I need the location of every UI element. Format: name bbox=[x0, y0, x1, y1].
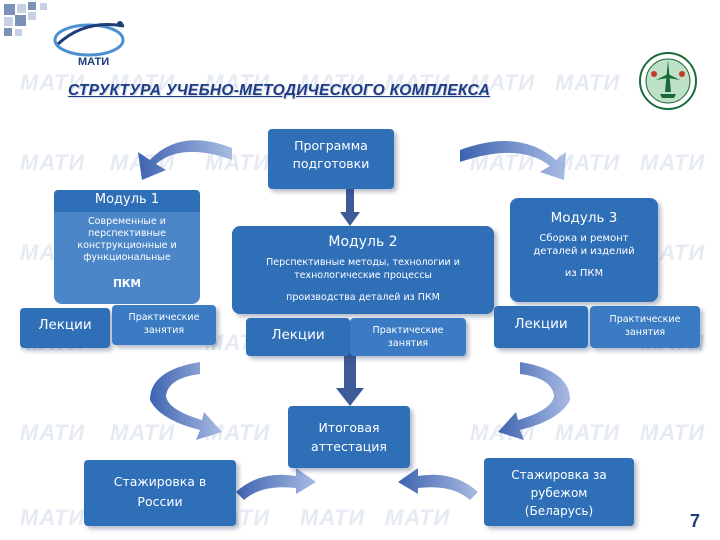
program-label: Программа подготовки bbox=[292, 138, 370, 171]
module3-card[interactable]: Модуль 3 Сборка и ремонт деталей и издел… bbox=[510, 198, 658, 302]
module1-practice[interactable]: Практические занятия bbox=[112, 305, 216, 345]
module1-card[interactable]: Модуль 1 Современные и перспективные кон… bbox=[54, 190, 200, 304]
module1-lectures[interactable]: Лекции bbox=[20, 308, 110, 348]
watermark: МАТИ bbox=[20, 420, 86, 445]
module1-desc: Современные и перспективные конструкцион… bbox=[77, 216, 177, 263]
internship-abroad-label: Стажировка за рубежом (Беларусь) bbox=[511, 468, 607, 518]
watermark: МАТИ bbox=[20, 150, 86, 175]
module2-lectures[interactable]: Лекции bbox=[246, 318, 350, 356]
watermark: МАТИ bbox=[300, 70, 366, 95]
module2-practice-label: Практические занятия bbox=[372, 325, 444, 349]
module3-lectures-label: Лекции bbox=[514, 316, 568, 332]
watermark: МАТИ bbox=[555, 420, 621, 445]
module1-lectures-label: Лекции bbox=[38, 317, 92, 333]
watermark: МАТИ bbox=[20, 505, 86, 530]
watermark: МАТИ bbox=[110, 420, 176, 445]
watermark: МАТИ bbox=[205, 70, 271, 95]
internship-russia-label: Стажировка в России bbox=[113, 474, 207, 509]
watermark: МАТИ bbox=[110, 70, 176, 95]
module2-practice[interactable]: Практические занятия bbox=[350, 318, 466, 356]
watermark: МАТИ bbox=[300, 505, 366, 530]
internship-russia-box[interactable]: Стажировка в России bbox=[84, 460, 236, 526]
module3-desc2: из ПКМ bbox=[564, 268, 604, 279]
module3-lectures[interactable]: Лекции bbox=[494, 306, 588, 348]
module3-practice-label: Практические занятия bbox=[609, 314, 681, 338]
watermark: МАТИ bbox=[385, 70, 451, 95]
module1-header: Модуль 1 bbox=[54, 190, 200, 212]
mati-logo-icon bbox=[53, 21, 125, 57]
watermark: МАТИ bbox=[470, 70, 536, 95]
module3-title: Модуль 3 bbox=[550, 210, 618, 226]
final-attestation-label: Итоговая аттестация bbox=[311, 420, 387, 454]
watermark: МАТИ bbox=[555, 70, 621, 95]
watermark: МАТИ bbox=[385, 505, 451, 530]
program-box[interactable]: Программа подготовки bbox=[268, 129, 394, 189]
watermark: МАТИ bbox=[640, 420, 706, 445]
module1-practice-label: Практические занятия bbox=[128, 312, 200, 336]
page-number: 7 bbox=[690, 511, 701, 531]
module1-title: Модуль 1 bbox=[94, 192, 160, 207]
emblem-icon bbox=[639, 52, 697, 110]
module2-card[interactable]: Модуль 2 Перспективные методы, технологи… bbox=[232, 226, 494, 314]
module3-practice[interactable]: Практические занятия bbox=[590, 306, 700, 348]
module2-desc: Перспективные методы, технологии и техно… bbox=[266, 257, 460, 281]
watermark: МАТИ bbox=[20, 70, 86, 95]
watermark: МАТИ bbox=[640, 150, 706, 175]
module2-title: Модуль 2 bbox=[328, 234, 398, 250]
logo-text: МАТИ bbox=[78, 56, 110, 68]
module2-lectures-label: Лекции bbox=[271, 327, 325, 343]
module1-abbr: ПКМ bbox=[113, 278, 141, 290]
page-title: СТРУКТУРА УЧЕБНО-МЕТОДИЧЕСКОГО КОМПЛЕКСА bbox=[68, 82, 491, 99]
final-attestation-box[interactable]: Итоговая аттестация bbox=[288, 406, 410, 468]
internship-abroad-box[interactable]: Стажировка за рубежом (Беларусь) bbox=[484, 458, 634, 526]
module3-desc: Сборка и ремонт деталей и изделий bbox=[533, 233, 635, 257]
module2-desc2: производства деталей из ПКМ bbox=[286, 292, 440, 303]
